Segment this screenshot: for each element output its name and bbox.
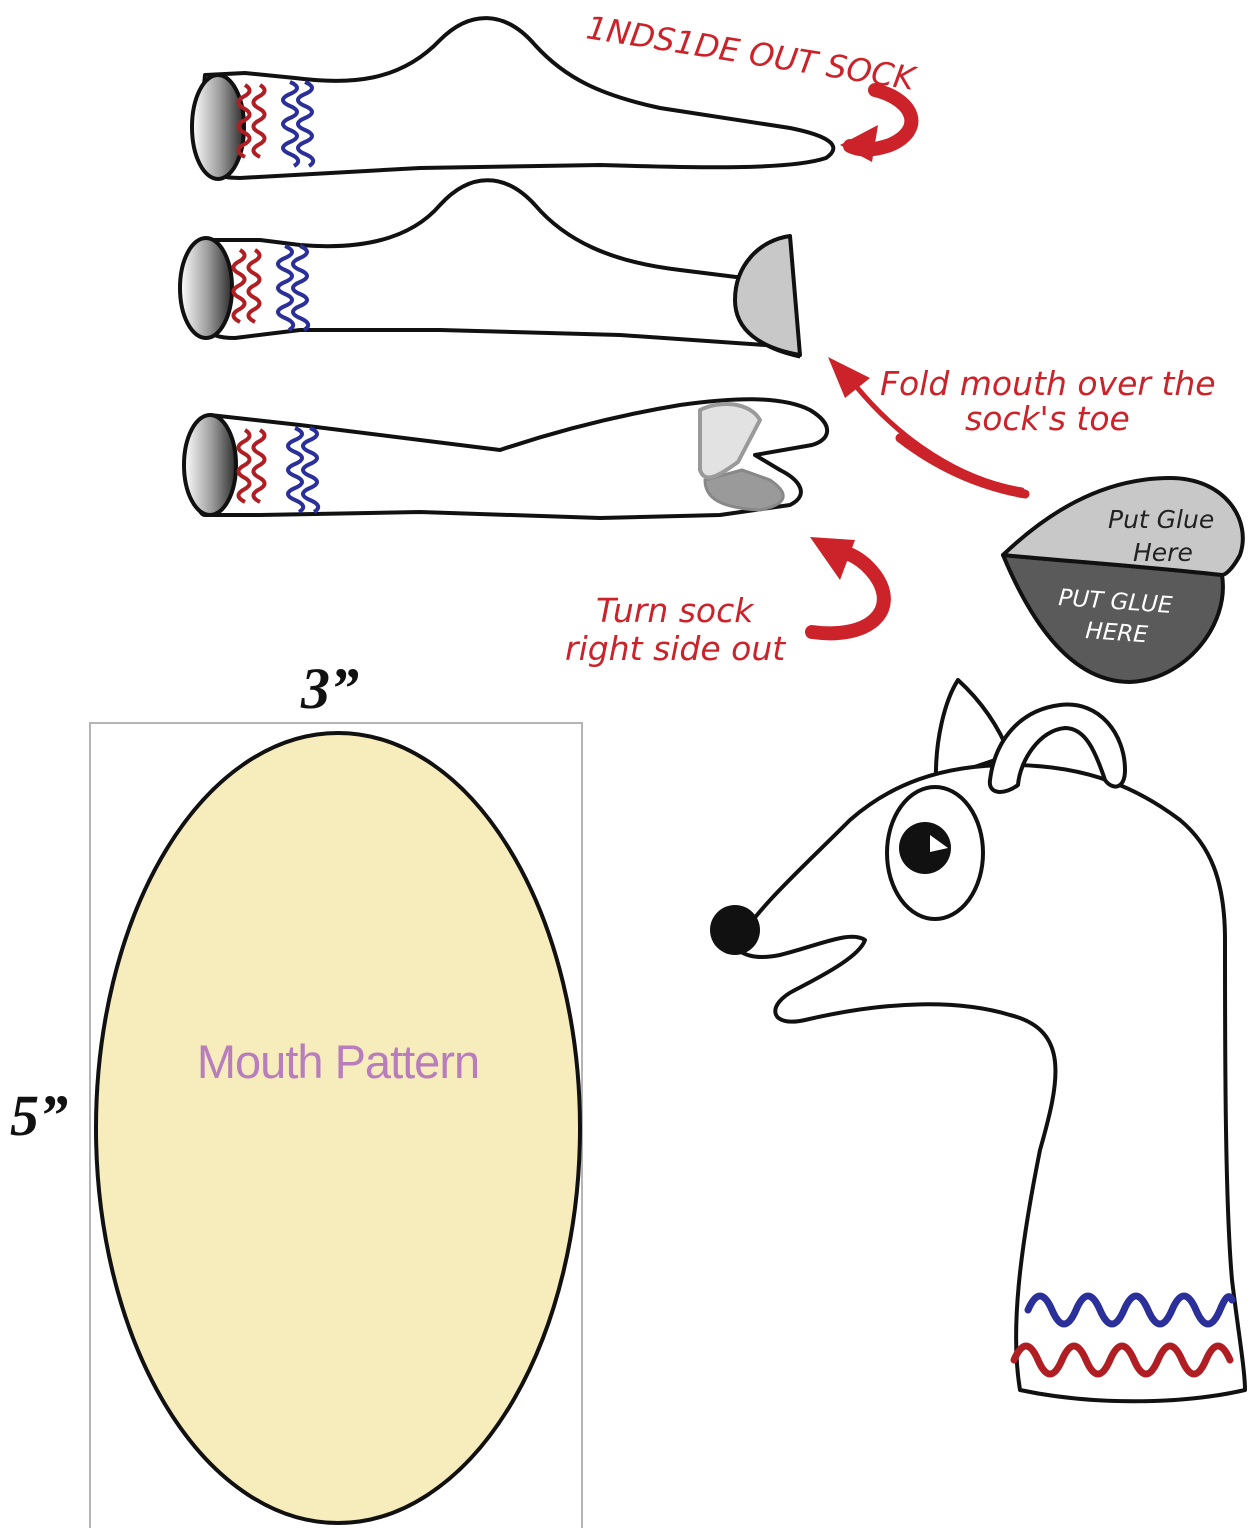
height-dimension: 5” bbox=[10, 1083, 68, 1148]
pattern-label: Mouth Pattern bbox=[197, 1035, 479, 1088]
fold-instruction-line2: sock's toe bbox=[965, 399, 1130, 438]
sock-with-mouth bbox=[180, 180, 800, 357]
mouth-pattern: Mouth Pattern 3” 5” bbox=[10, 656, 582, 1528]
pattern-oval bbox=[96, 733, 580, 1523]
sock-opening bbox=[184, 415, 236, 515]
sock-opening bbox=[180, 238, 232, 338]
inside-out-label: 1NDS1DE OUT SOCK bbox=[584, 8, 921, 98]
finished-sock-puppet bbox=[710, 680, 1245, 1401]
sock-opening bbox=[192, 75, 244, 179]
width-dimension: 3” bbox=[300, 656, 359, 721]
glue-top-label-line1: Put Glue bbox=[1108, 505, 1214, 534]
glue-mouth-piece: Put Glue Here PUT GLUE HERE bbox=[1003, 478, 1243, 682]
turn-instruction-line2: right side out bbox=[565, 629, 786, 668]
fold-instruction-line1: Fold mouth over the bbox=[880, 364, 1216, 403]
curved-arrow-icon bbox=[840, 90, 911, 162]
glue-piece-bottom bbox=[1003, 555, 1223, 682]
curved-arrow-icon bbox=[810, 537, 884, 633]
glue-top-label-line2: Here bbox=[1133, 538, 1193, 567]
glue-bottom-label-line2: HERE bbox=[1085, 618, 1149, 648]
sock-right-side-out bbox=[184, 399, 827, 518]
sock-body bbox=[197, 180, 765, 345]
puppet-head-body bbox=[735, 765, 1245, 1401]
nose bbox=[710, 905, 760, 955]
turn-instruction-line1: Turn sock bbox=[596, 591, 755, 630]
